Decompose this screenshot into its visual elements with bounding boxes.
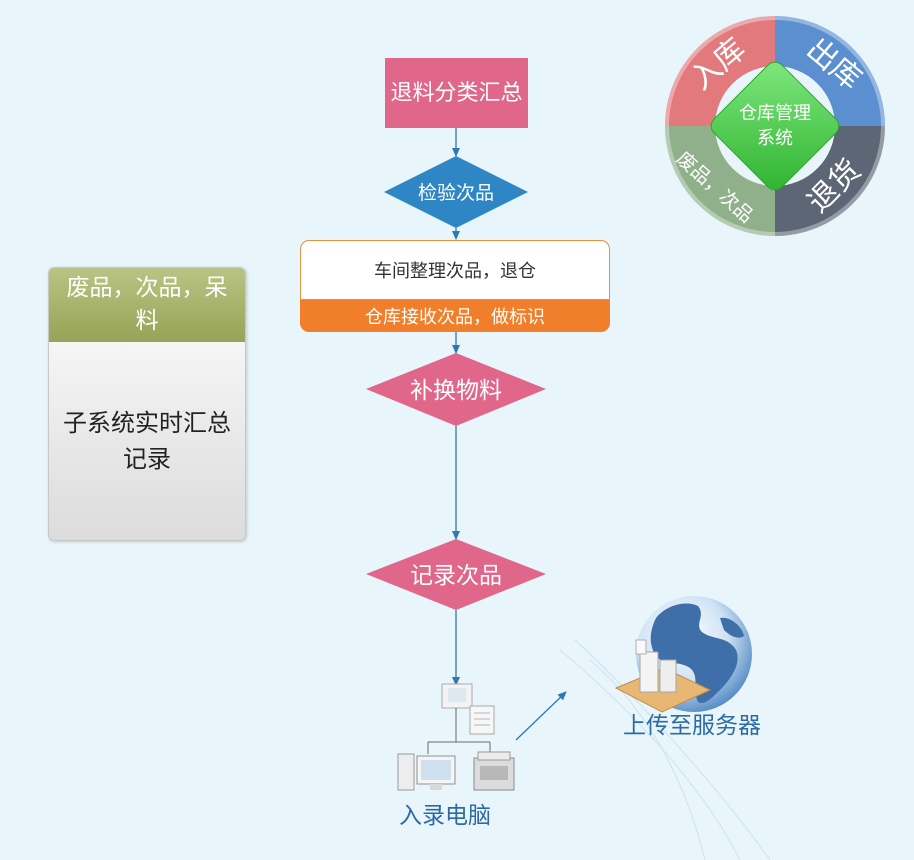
- diamond-inspect-label: 检验次品: [418, 182, 494, 204]
- diamond-inspect: [384, 156, 528, 228]
- diamond-replace: [366, 353, 546, 426]
- globe-server-icon: [614, 596, 752, 713]
- diamond-record: [366, 539, 546, 610]
- wheel-segment-inbound: [665, 16, 775, 126]
- subsystem-panel-body: 子系统实时汇总记录: [63, 409, 231, 473]
- wheel-center-diamond: [710, 61, 840, 191]
- connectors: [452, 128, 567, 741]
- node-return-summary: 退料分类汇总: [385, 58, 528, 128]
- subsystem-panel: 废品，次品，呆料 子系统实时汇总记录: [48, 267, 246, 541]
- diamond-record-label: 记录次品: [410, 563, 502, 589]
- wheel-center-line1: 仓库管理: [739, 103, 811, 124]
- wheel-center-line2: 系统: [757, 128, 793, 149]
- label-upload-server: 上传至服务器: [623, 713, 761, 739]
- wheel-segment-return: [775, 126, 885, 236]
- label-entry-computer: 入录电脑: [399, 803, 491, 829]
- computer-network-icon: [397, 683, 515, 791]
- diamond-replace-label: 补换物料: [410, 378, 502, 404]
- background-swoosh: [559, 639, 771, 860]
- wheel-segment-outbound: [775, 16, 885, 126]
- node-warehouse-receive: 仓库接收次品，做标识: [300, 300, 610, 332]
- node-workshop-sort: 车间整理次品，退仓: [300, 240, 610, 300]
- connector-computer-server: [515, 691, 567, 741]
- wheel-segment-scrap: [665, 126, 775, 236]
- warehouse-wheel: 仓库管理 系统 入库 出库 退货 废品，次品: [665, 16, 885, 236]
- subsystem-panel-header: 废品，次品，呆料: [49, 268, 245, 342]
